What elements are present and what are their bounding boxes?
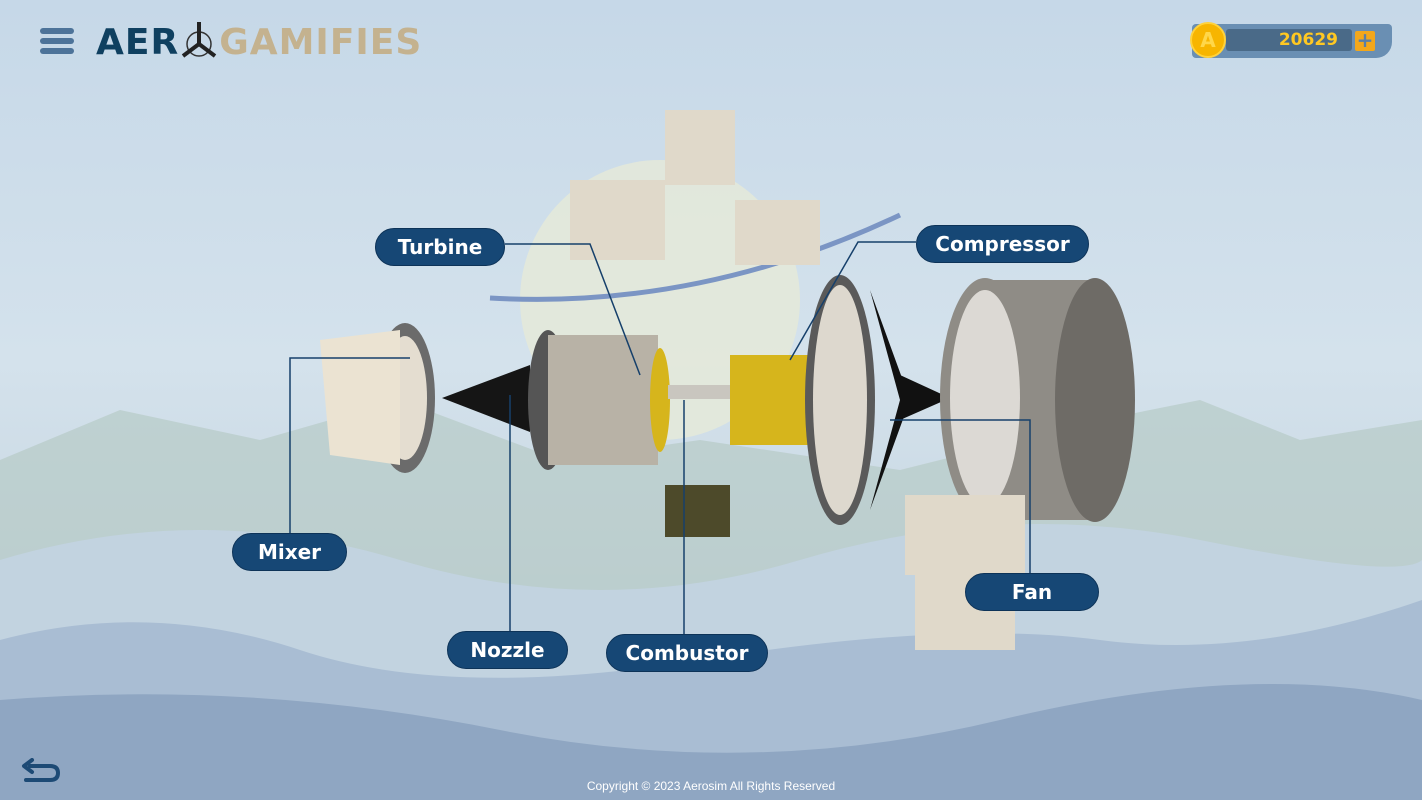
fan-spinner — [900, 375, 950, 420]
fan-casing — [940, 278, 1135, 522]
mixer-part — [320, 323, 435, 473]
turbine-part — [528, 330, 670, 470]
propeller-icon — [181, 22, 217, 58]
plane-trail — [489, 212, 902, 302]
label-mixer[interactable]: Mixer — [232, 533, 347, 571]
nozzle-cone — [442, 365, 530, 432]
coin-icon: A — [1190, 22, 1226, 58]
menu-button[interactable] — [40, 28, 74, 54]
label-turbine[interactable]: Turbine — [375, 228, 505, 266]
add-coins-button[interactable]: + — [1355, 28, 1375, 52]
logo-text-right: GAMIFIES — [219, 21, 423, 63]
coin-count: 20629 — [1226, 29, 1352, 51]
logo-text-left: AER — [96, 21, 180, 63]
label-nozzle[interactable]: Nozzle — [447, 631, 568, 669]
coin-balance: A 20629 + — [1190, 22, 1392, 58]
label-compressor[interactable]: Compressor — [916, 225, 1089, 263]
compressor-part — [730, 275, 875, 525]
logo: AER GAMIFIES — [96, 20, 422, 64]
copyright: Copyright © 2023 Aerosim All Rights Rese… — [586, 779, 836, 793]
leader-lines — [289, 241, 1031, 634]
label-combustor[interactable]: Combustor — [606, 634, 768, 672]
cloud-layer — [0, 684, 1422, 800]
shaft — [668, 385, 738, 399]
combustor-part — [665, 485, 730, 537]
label-fan[interactable]: Fan — [965, 573, 1099, 611]
back-arrow-icon[interactable] — [20, 758, 62, 788]
